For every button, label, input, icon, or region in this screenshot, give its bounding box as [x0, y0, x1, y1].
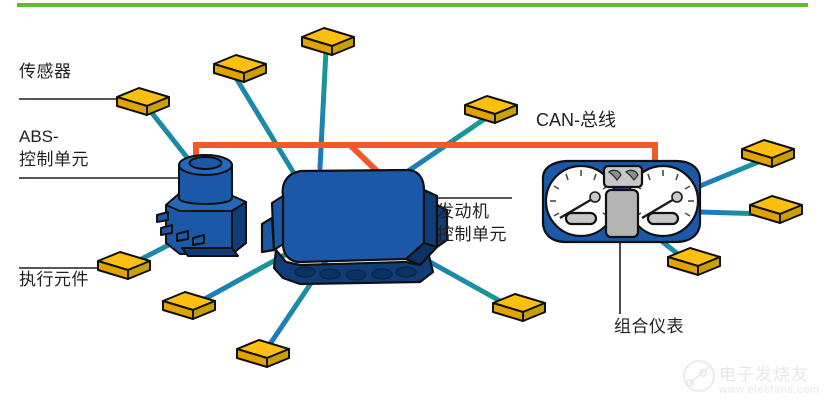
label-actuator: 执行元件: [19, 270, 89, 290]
sensor-block-10: [667, 247, 721, 276]
sensor-block-6: [236, 339, 290, 368]
wire-ecu-sensor-upleft: [233, 75, 298, 178]
wire-cluster-sensor-rt: [697, 157, 766, 189]
wire-ecu-sensor-bl: [189, 249, 293, 309]
cluster-telltale-right-icon: [624, 169, 639, 181]
label-abs-unit-line1: ABS-: [19, 127, 59, 146]
abs-connector-pin-1: [156, 211, 169, 223]
cluster-gauge-left-hub: [589, 191, 601, 203]
abs-connector-pin-3: [176, 230, 189, 242]
sensor-block-9: [749, 195, 803, 224]
label-engine-ecu-line2: 控制单元: [437, 225, 507, 245]
ecu-pin-5: [395, 266, 417, 278]
sensor-block-1: [116, 87, 170, 116]
sensor-block-7: [492, 293, 546, 322]
label-instrument-cluster: 组合仪表: [614, 317, 684, 337]
sensor-block-8: [741, 139, 795, 168]
cluster-gauge-right-hub: [671, 191, 683, 203]
sensor-block-2: [213, 54, 267, 83]
cluster-gauge-left-odometer: [564, 211, 598, 226]
abs-motor-inner-ring: [188, 156, 223, 170]
abs-connector-pin-2: [160, 224, 173, 236]
ecu-pin-1: [294, 266, 316, 278]
ecu-pin-3: [345, 269, 367, 281]
can-bus-branch-ecu: [347, 142, 381, 175]
abs-motor-cylinder: [178, 164, 233, 205]
ecu-connector-strip: [272, 248, 435, 286]
ecu-pin-4: [371, 268, 393, 280]
label-sensor: 传感器: [19, 62, 72, 82]
sensor-block-4: [464, 95, 518, 124]
cluster-center-display: [604, 188, 640, 239]
ecu-mount-tab-left: [260, 216, 276, 254]
sensor-block-3: [301, 27, 355, 56]
wire-ecu-sensor-up: [317, 47, 329, 171]
label-engine-ecu-line1: 发动机: [437, 202, 490, 222]
label-can-bus: CAN-总线: [536, 110, 616, 130]
abs-valve-rail: [181, 247, 239, 257]
cluster-gauge-left-needle: [559, 196, 595, 220]
label-abs-unit-line2: 控制单元: [19, 150, 89, 170]
sensor-block-5: [162, 291, 216, 320]
cluster-gauge-right-odometer: [646, 211, 680, 226]
ecu-pin-2: [319, 268, 341, 280]
cluster-gauge-right-needle: [641, 196, 677, 220]
cluster-gauge-left-ticks: [550, 170, 612, 217]
ecu-mount-tab-right: [435, 203, 449, 249]
abs-connector-pin-4: [192, 234, 205, 246]
actuator-block-1: [97, 251, 151, 280]
cluster-telltale-left-icon: [607, 169, 622, 181]
